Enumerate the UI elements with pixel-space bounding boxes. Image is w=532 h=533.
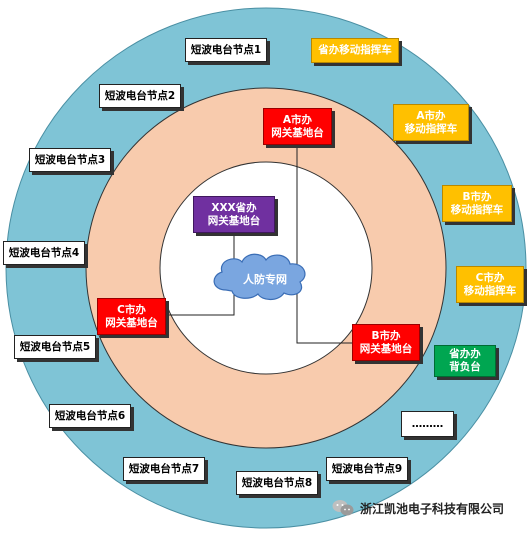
c-gateway-line2: 网关基地台 xyxy=(105,316,158,329)
province-command-vehicle[interactable]: 省办移动指挥车 xyxy=(311,38,399,63)
node-5-label: 短波电台节点5 xyxy=(19,340,91,353)
c-vehicle-line1: C市办 xyxy=(475,271,505,284)
a-command-vehicle[interactable]: A市办 移动指挥车 xyxy=(393,104,469,141)
node-4-label: 短波电台节点4 xyxy=(8,246,80,259)
node-3-label: 短波电台节点3 xyxy=(34,153,106,166)
more-nodes-ellipsis: ……… xyxy=(401,411,454,437)
node-8-label: 短波电台节点8 xyxy=(241,476,313,489)
a-gateway-line1: A市办 xyxy=(282,113,313,126)
shortwave-node-6[interactable]: 短波电台节点6 xyxy=(49,404,131,428)
shortwave-node-8[interactable]: 短波电台节点8 xyxy=(236,471,318,495)
province-gateway[interactable]: XXX省办 网关基地台 xyxy=(193,196,275,233)
province-gateway-line1: XXX省办 xyxy=(211,201,257,214)
wechat-icon xyxy=(332,500,354,516)
company-watermark: 浙江凯池电子科技有限公司 xyxy=(332,497,528,519)
c-vehicle-line2: 移动指挥车 xyxy=(463,284,517,297)
link-c-gateway xyxy=(166,292,235,316)
ellipsis-text: ……… xyxy=(411,417,444,430)
node-6-label: 短波电台节点6 xyxy=(54,409,126,422)
c-gateway-line1: C市办 xyxy=(117,303,146,316)
a-vehicle-line1: A市办 xyxy=(416,109,446,122)
c-gateway[interactable]: C市办 网关基地台 xyxy=(97,298,166,335)
province-gateway-line2: 网关基地台 xyxy=(207,214,261,227)
a-vehicle-line2: 移动指挥车 xyxy=(404,122,458,135)
cloud-label: 人防专网 xyxy=(230,270,300,288)
node-1-label: 短波电台节点1 xyxy=(190,43,262,56)
shortwave-node-3[interactable]: 短波电台节点3 xyxy=(29,148,111,172)
backpack-line2: 背负台 xyxy=(449,361,481,373)
cloud-icon xyxy=(213,253,306,301)
b-vehicle-line2: 移动指挥车 xyxy=(450,203,504,216)
watermark-text: 浙江凯池电子科技有限公司 xyxy=(360,501,505,516)
b-gateway-line2: 网关基地台 xyxy=(359,342,413,355)
shortwave-node-4[interactable]: 短波电台节点4 xyxy=(3,241,85,265)
c-command-vehicle[interactable]: C市办 移动指挥车 xyxy=(456,266,524,303)
shortwave-node-5[interactable]: 短波电台节点5 xyxy=(14,335,96,359)
node-7-label: 短波电台节点7 xyxy=(128,462,200,475)
backpack-radio[interactable]: 省办办 背负台 xyxy=(434,345,496,377)
b-vehicle-line1: B市办 xyxy=(462,190,492,203)
b-command-vehicle[interactable]: B市办 移动指挥车 xyxy=(442,185,512,222)
shortwave-node-9[interactable]: 短波电台节点9 xyxy=(326,457,408,481)
a-gateway[interactable]: A市办 网关基地台 xyxy=(263,108,332,145)
a-gateway-line2: 网关基地台 xyxy=(271,126,324,139)
cloud-label-text: 人防专网 xyxy=(243,272,287,286)
shortwave-node-2[interactable]: 短波电台节点2 xyxy=(99,84,181,108)
shortwave-node-1[interactable]: 短波电台节点1 xyxy=(185,38,267,62)
shortwave-node-7[interactable]: 短波电台节点7 xyxy=(123,457,205,481)
node-2-label: 短波电台节点2 xyxy=(104,89,176,102)
b-gateway[interactable]: B市办 网关基地台 xyxy=(352,324,420,361)
backpack-line1: 省办办 xyxy=(449,348,481,360)
node-9-label: 短波电台节点9 xyxy=(331,462,403,475)
link-b-gateway xyxy=(296,292,352,344)
province-vehicle-line1: 省办移动指挥车 xyxy=(318,44,392,56)
b-gateway-line1: B市办 xyxy=(371,329,401,342)
